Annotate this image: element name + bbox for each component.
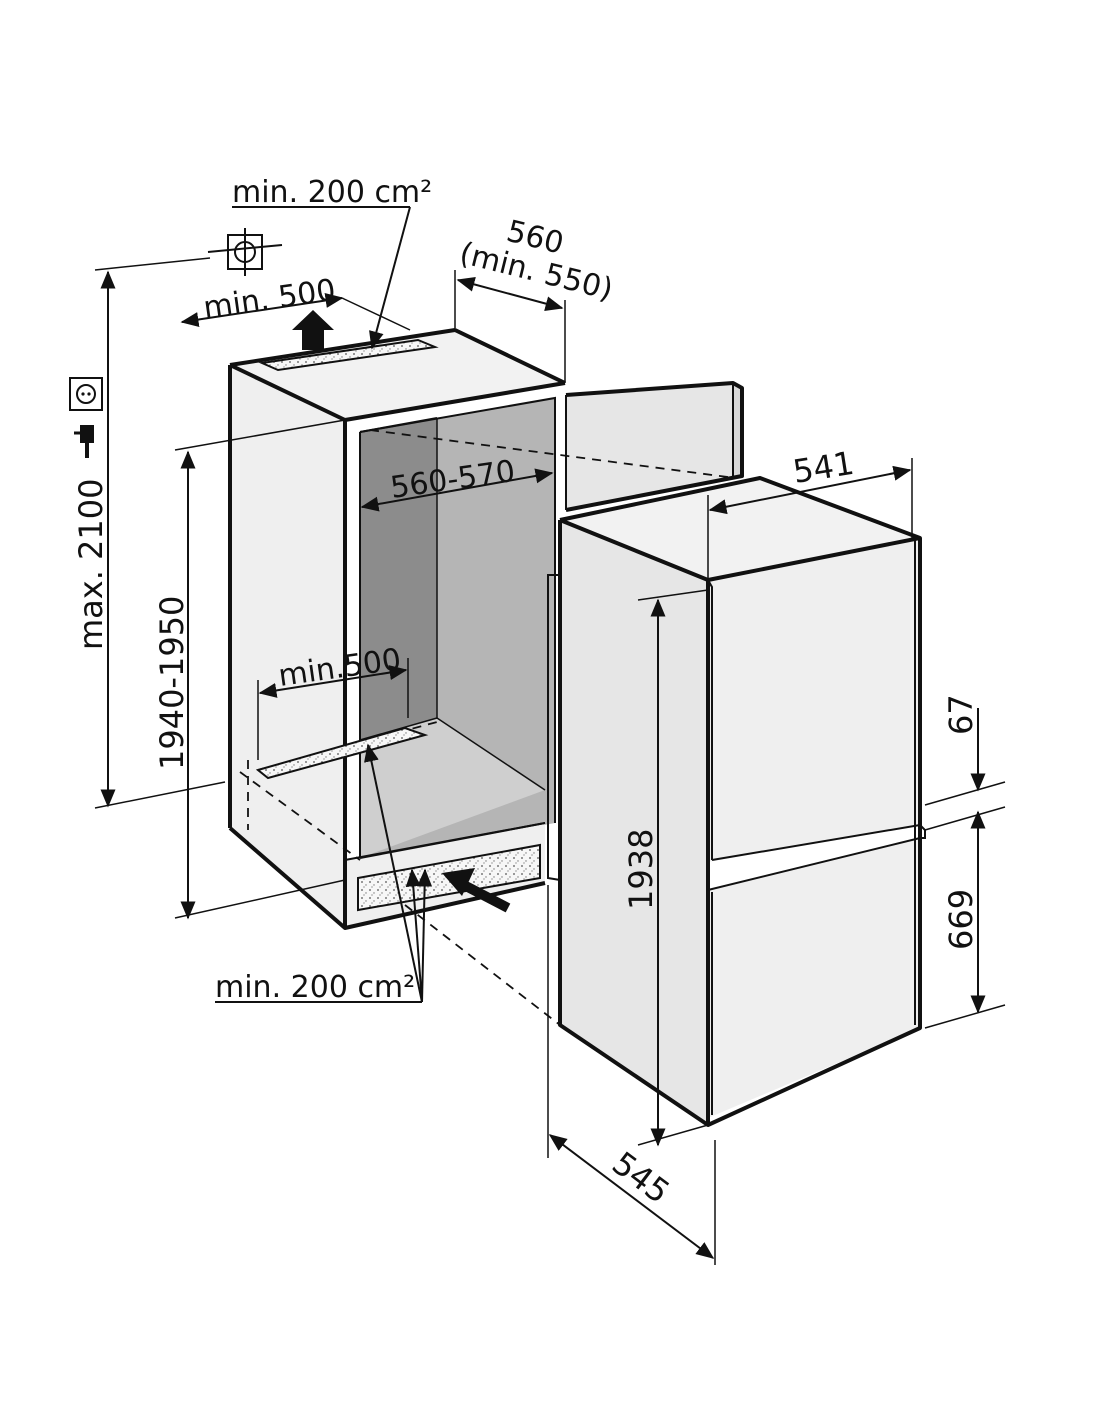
niche-height-label: 1940-1950 (153, 596, 191, 770)
fridge-appliance (547, 476, 926, 1127)
power-plug-icon (74, 425, 94, 458)
niche-cabinet (228, 328, 566, 930)
freezer-height-label: 669 (942, 889, 980, 950)
top-vent-label: min. 200 cm² (232, 175, 432, 210)
appliance-width-label: 541 (790, 444, 856, 491)
top-vent-opening (258, 338, 439, 372)
airflow-in-arrow-icon (442, 868, 511, 913)
dim-right-heights: 67 669 (924, 694, 1006, 1029)
appliance-height-label: 1938 (622, 829, 660, 910)
dim-bottom-vent: min. 200 cm² (215, 743, 433, 1005)
open-door-panel (565, 381, 744, 512)
dim-appliance-width: 541 (707, 444, 913, 580)
vent-crosshair-icon (207, 228, 283, 276)
dim-top-vent: min. 200 cm² (232, 175, 432, 350)
dim-top-clearance: min. 500 (180, 273, 411, 331)
gap-height-label: 67 (942, 694, 980, 735)
bottom-vent-label: min. 200 cm² (215, 970, 415, 1005)
airflow-arrow-icon (292, 310, 334, 350)
dim-max-2100: max. 2100 (72, 257, 226, 809)
power-socket-icon (69, 377, 103, 411)
max-height-label: max. 2100 (72, 479, 110, 651)
floor-vent-opening (255, 726, 429, 780)
appliance-depth-label: 545 (605, 1144, 677, 1211)
dim-niche-height: 1940-1950 (153, 419, 346, 920)
